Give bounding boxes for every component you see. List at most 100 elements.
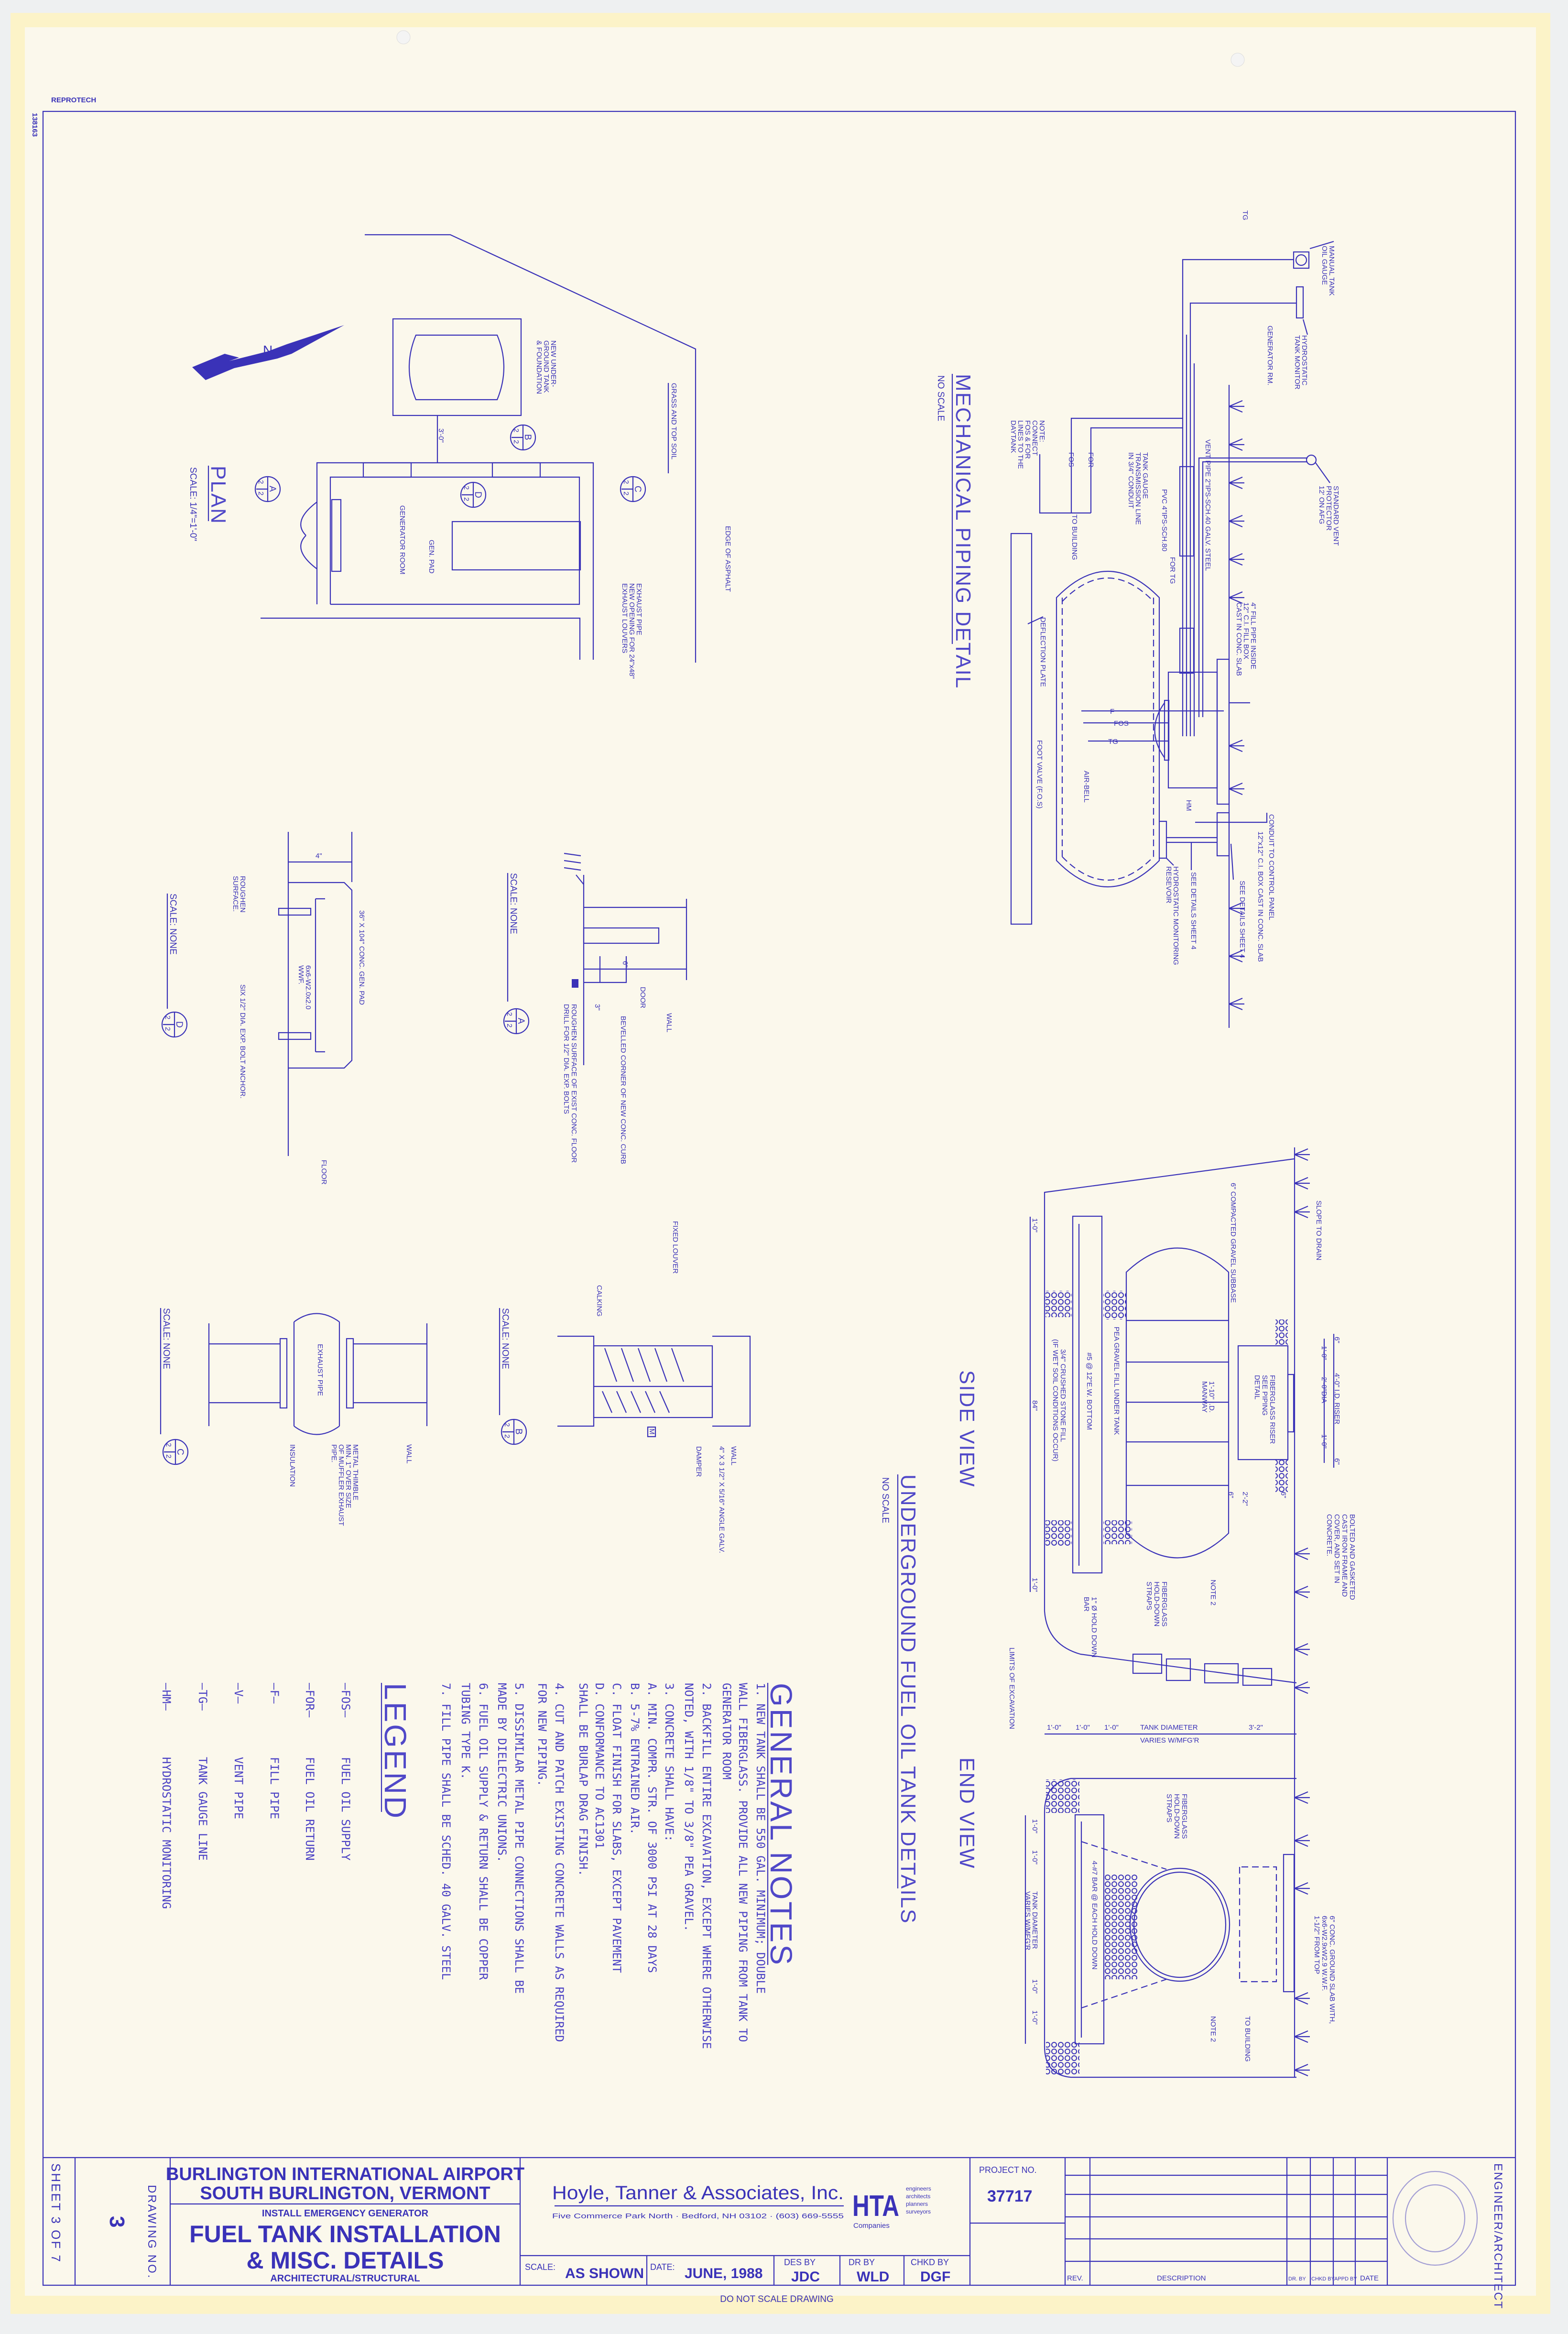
ci-frame-cover	[1287, 1374, 1295, 1433]
label: PEA GRAVEL FILL UNDER TANK	[1112, 1327, 1121, 1435]
ground-slab	[1283, 1854, 1295, 1993]
label: VARIES W/MFG'R	[1140, 1736, 1199, 1745]
wall-section	[208, 1323, 428, 1426]
label: 12' ON AFG	[1318, 486, 1326, 524]
tank-side	[1125, 1247, 1230, 1559]
label: 6x6-W2.9xW2.9 W.W.F.	[1320, 1916, 1328, 1991]
label: 1'-0"	[1104, 1723, 1119, 1732]
label: AIR-BELL	[1082, 771, 1090, 803]
section-bubble-d[interactable]: D2 2	[460, 481, 487, 508]
bubble-detail: 2	[462, 497, 470, 501]
label: METAL THIMBLE	[351, 1444, 359, 1500]
louver-blades	[594, 1348, 712, 1413]
reprographer-mark: REPROTECH	[51, 96, 96, 104]
label: 12" C.I. FILL BOX	[1242, 602, 1250, 659]
grade-tick	[1229, 997, 1244, 1011]
grade-tick	[1294, 2063, 1310, 2077]
motor-label: M	[648, 1429, 656, 1435]
bubble-letter: D	[473, 491, 483, 498]
label: FOS	[1067, 452, 1075, 467]
label: SURFACE.	[231, 876, 240, 912]
label: FOS	[1114, 720, 1129, 728]
label: (IF WET SOIL CONDITIONS OCCUR)	[1051, 1339, 1059, 1461]
wwf	[315, 898, 325, 1053]
bubble-detail: 2	[505, 1024, 513, 1027]
pad-dimension	[288, 832, 353, 882]
label: MIN. 1" OVER SIZE	[344, 1444, 352, 1508]
thimble	[279, 1338, 288, 1409]
label: CONCRETE.	[1325, 1514, 1333, 1556]
legend-label: FUEL OIL SUPPLY	[339, 1757, 352, 1861]
rev-header: REV.	[1067, 2274, 1083, 2282]
label: BAR	[1082, 1597, 1090, 1612]
general-note-line: 2. BACKFILL ENTIRE EXCAVATION, EXCEPT WH…	[700, 1683, 713, 2049]
hta-service: planners	[906, 2201, 928, 2207]
detail-c: EXHAUST PIPE WALL METAL THIMBLE MIN. 1" …	[160, 1308, 428, 1526]
concrete-base	[1072, 1215, 1103, 1574]
louver-opening	[362, 462, 412, 478]
grade-tick	[1294, 1882, 1310, 1895]
bubble-sheet: 2	[163, 1015, 172, 1019]
bubble-sheet: 2	[512, 428, 520, 432]
label: 6"	[1227, 1492, 1235, 1498]
label: 4'-0" I.D. RISER	[1333, 1373, 1341, 1425]
date-label: DATE:	[650, 2262, 675, 2272]
dr-by-header: DR. BY	[1288, 2276, 1306, 2282]
firm-name: Hoyle, Tanner & Associates, Inc.	[552, 2182, 844, 2203]
section-bubble-b[interactable]: B22	[510, 424, 536, 451]
project-no-label: PROJECT NO.	[979, 2165, 1037, 2175]
label: CAST IRON FRAME AND	[1340, 1514, 1349, 1597]
conduit-sleeve	[1179, 466, 1195, 557]
firm-address: Five Commerce Park North · Bedford, NH 0…	[552, 2212, 844, 2220]
grade-tick	[1294, 1643, 1310, 1656]
general-note-line: 7. FILL PIPE SHALL BE SCHED. 40 GALV. ST…	[439, 1683, 453, 1980]
grade-tick	[1229, 438, 1244, 451]
hta-service: surveyors	[906, 2208, 931, 2215]
engineer-seal	[1392, 2170, 1478, 2266]
label: 2'-2"	[1241, 1492, 1249, 1506]
label: 3/4" CRUSHED STONE FILL	[1059, 1349, 1067, 1442]
label: RESEVOIR	[1165, 866, 1173, 904]
label: 1-1/2" FROM TOP	[1313, 1916, 1321, 1974]
grade-symbols	[1294, 1148, 1310, 2077]
label: 1'-0"	[1031, 1979, 1039, 1994]
section-bubble-c[interactable]: C22	[620, 476, 646, 502]
label: DEFLECTION PLATE	[1039, 617, 1047, 687]
section-bubble-a[interactable]: A22	[254, 476, 281, 502]
drawing-title: FUEL TANK INSTALLATION	[189, 2221, 501, 2247]
label: 6"	[1333, 1337, 1341, 1343]
label: NOTE:	[1038, 420, 1046, 442]
label: NOTE 2	[1209, 2016, 1217, 2042]
ci-box-slab	[1216, 812, 1230, 857]
legend-label: FILL PIPE	[268, 1757, 281, 1819]
label: TO BUILDING	[1243, 2016, 1252, 2062]
door-section	[583, 927, 660, 944]
grade-tick	[1294, 1148, 1310, 1161]
label: COVER, AND SET IN	[1333, 1514, 1341, 1583]
legend-label: FUEL OIL RETURN	[303, 1757, 316, 1861]
label: FIBERGLASS RISER	[1268, 1375, 1276, 1444]
bubble-sheet: 2	[462, 486, 470, 490]
grade-tick	[1294, 1791, 1310, 1804]
legend-label: HYDROSTATIC MONITORING	[160, 1757, 173, 1909]
manway-flange	[1164, 699, 1170, 761]
bolt	[572, 979, 578, 988]
label: GENERATOR RM.	[1266, 326, 1274, 385]
label: SEE DETAILS SHEET 4	[1238, 881, 1246, 958]
checked-by-label: CHKD BY	[911, 2258, 949, 2267]
grade-tick	[1229, 949, 1244, 963]
legend-symbol: —V—	[232, 1683, 245, 1704]
label: FOS & FOR	[1024, 420, 1032, 459]
anchor-bolt	[278, 907, 312, 916]
paper	[25, 27, 1536, 2296]
detail-a-scale: SCALE: NONE	[508, 873, 518, 934]
label: & FOUNDATION	[535, 340, 543, 394]
crushed-stone	[1045, 1291, 1072, 1317]
label: GEN. PAD	[427, 540, 436, 574]
mechanical-piping-detail: MECHANICAL PIPING DETAIL NO SCALE MANUAL…	[936, 210, 1340, 1028]
chkd-by-header: CHKD BY	[1311, 2276, 1335, 2282]
general-note-line: SHALL BE BURLAP DRAG FINISH.	[577, 1683, 590, 1876]
label: #5 @ 12"E.W. BOTTOM	[1085, 1352, 1093, 1430]
detail-d-scale: SCALE: NONE	[168, 894, 178, 955]
label: FIBERGLASS	[1180, 1794, 1188, 1839]
